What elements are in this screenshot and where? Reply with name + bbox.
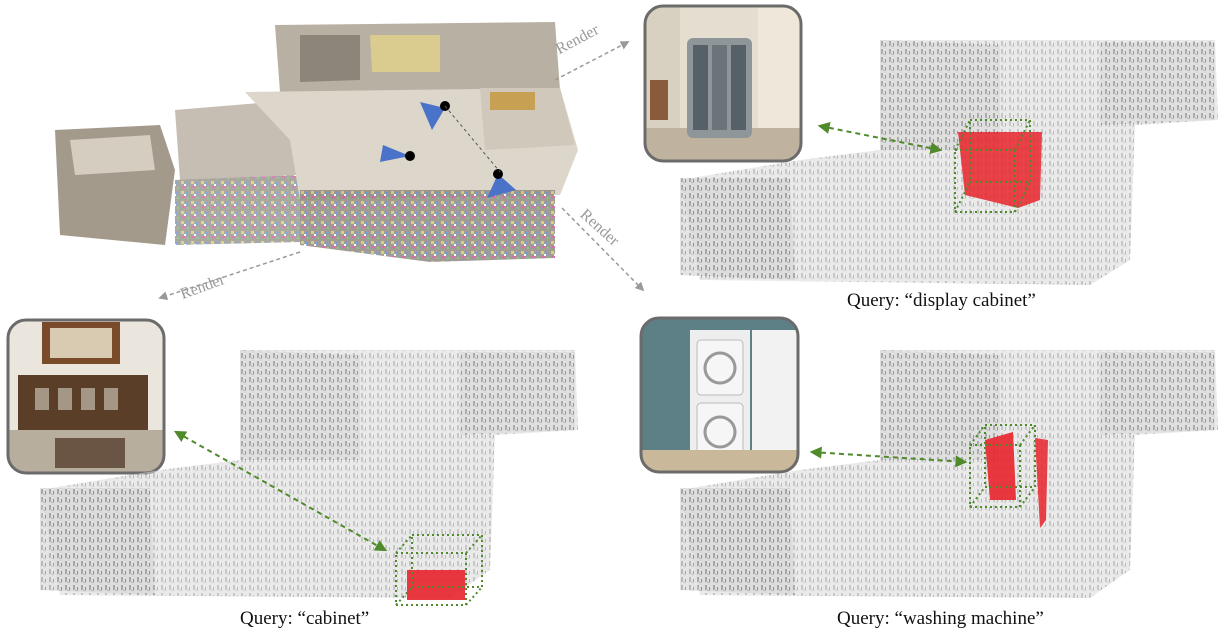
render-thumbnail-display-cabinet: [643, 4, 803, 163]
bbox-washing-machine: [969, 424, 1036, 508]
render-thumbnail-cabinet: [6, 318, 166, 475]
link-arrow-cabinet: [173, 430, 388, 552]
point-cloud-display-cabinet: [680, 40, 1218, 285]
render-thumbnail-washing-machine: [639, 316, 800, 474]
scene-3d-mesh: [55, 22, 578, 262]
camera-frustum-2: [380, 145, 415, 162]
point-cloud-washing-machine: [680, 350, 1218, 598]
camera-frustum-3: [487, 169, 516, 198]
bbox-cabinet: [395, 534, 483, 606]
link-arrow-display-cabinet: [817, 121, 943, 155]
highlight-washing-machine: [985, 432, 1048, 528]
bbox-display-cabinet: [954, 119, 1031, 213]
render-arrow-3: [158, 251, 301, 301]
render-arrow-2: [561, 207, 645, 292]
highlight-display-cabinet: [958, 132, 1042, 208]
query-caption-display-cabinet: Query: “display cabinet”: [847, 290, 1036, 311]
query-caption-washing-machine: Query: “washing machine”: [837, 608, 1044, 629]
link-arrow-washing-machine: [809, 446, 968, 468]
query-caption-cabinet: Query: “cabinet”: [240, 608, 370, 629]
highlight-cabinet: [407, 570, 465, 600]
